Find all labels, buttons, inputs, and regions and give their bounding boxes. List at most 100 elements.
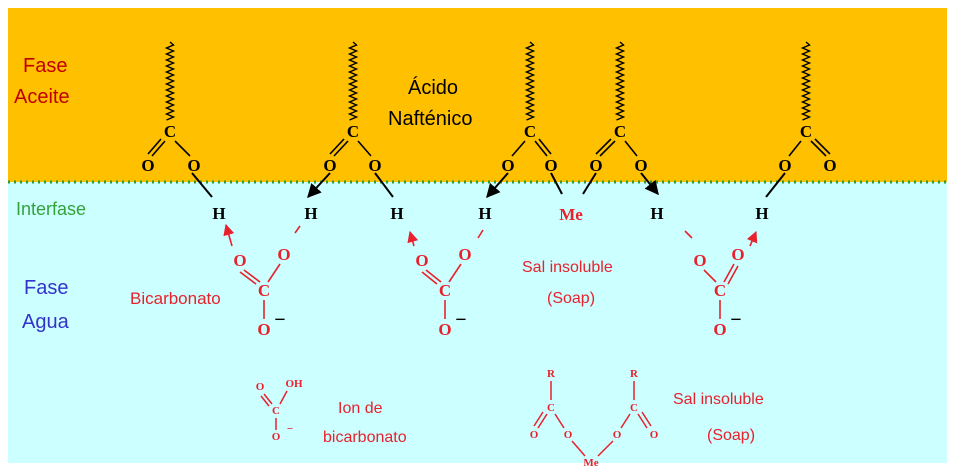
bicarbonate-ion-structure: O OH C O − — [256, 378, 303, 443]
acid-carbon-5: C — [800, 122, 812, 141]
soap-o-right-dbl: O — [650, 429, 659, 441]
acid-oxygen-right-1: O — [187, 156, 200, 175]
hydrogen-1: H — [212, 204, 225, 223]
bicarbonato-label: Bicarbonato — [130, 289, 221, 308]
single-bond-4 — [624, 140, 638, 157]
alkyl-chain-5 — [800, 41, 812, 121]
acid-group-2: CO O — [323, 41, 382, 175]
bicarb-carbon-3: C — [714, 281, 726, 300]
bicarb-oxygen-a-1: O — [233, 251, 246, 270]
bicarb-oxygen-c-2: O — [438, 320, 451, 339]
acid-group-4: CO O — [589, 41, 648, 175]
acid-oxygen-right-5: O — [823, 156, 836, 175]
water-phase-label-1: Fase — [24, 277, 68, 299]
acid-oxygen-right-3: O — [544, 156, 557, 175]
oil-phase-label-1: Fase — [23, 55, 67, 77]
bicarb-carbon-1: C — [258, 281, 270, 300]
bicarb-dbl-3 — [727, 265, 739, 285]
acid-label-2: Nafténico — [388, 108, 473, 130]
bicarb-oxygen-c-3: O — [713, 320, 726, 339]
hydrogen-3: H — [390, 204, 403, 223]
double-bond-4 — [599, 140, 616, 157]
acid-oxygen-left-2: O — [323, 156, 336, 175]
double-bond-b-4 — [595, 138, 612, 155]
bicarb-bond-b-1 — [267, 263, 281, 283]
acid-oxygen-left-4: O — [589, 156, 602, 175]
metal-atom: Me — [559, 205, 583, 224]
acid-group-1: CO O — [141, 41, 201, 175]
soap-o-right: O — [613, 429, 622, 441]
ion-carbon: C — [272, 405, 280, 417]
acid-carbon-2: C — [347, 122, 359, 141]
bicarb-h-bond-3 — [684, 230, 693, 239]
insoluble-salt-label-1: Sal insoluble — [522, 259, 613, 276]
hydrogen-atoms: H H H H H H — [212, 204, 768, 223]
soap-r-left: R — [547, 368, 556, 380]
bicarb-oxygen-a-2: O — [415, 251, 428, 270]
acid-oxygen-left-5: O — [778, 156, 791, 175]
acid-group-3: CO O — [501, 41, 558, 175]
acid-carbon-4: C — [614, 122, 626, 141]
bicarb-bond-a-2 — [425, 269, 442, 283]
soap-c-right: C — [630, 402, 638, 414]
acid-group-5: CO O — [778, 41, 837, 175]
bicarb-oxygen-c-1: O — [257, 320, 270, 339]
soap-structure: R C O O R C O O Me — [530, 368, 659, 469]
bicarb-bond-a-1 — [243, 269, 261, 283]
hydrogen-2: H — [304, 204, 317, 223]
double-bond-b-5 — [814, 138, 831, 155]
acid-oxygen-left-3: O — [501, 156, 514, 175]
interface-label: Interfase — [16, 199, 86, 219]
bicarb-bond-a-3 — [703, 269, 717, 283]
acid-carbon-3: C — [524, 122, 536, 141]
single-bond-5 — [788, 140, 802, 157]
soap-o-left: O — [564, 429, 573, 441]
water-phase-label-2: Agua — [22, 311, 70, 333]
soap-c-left: C — [547, 402, 555, 414]
soap-metal: Me — [583, 457, 598, 469]
single-bond-2 — [357, 140, 372, 157]
oil-phase-label-2: Aceite — [14, 86, 70, 108]
acid-oxygen-right-4: O — [634, 156, 647, 175]
bicarb-dbl-1 — [239, 271, 257, 285]
soap-r-right: R — [630, 368, 639, 380]
hydrogen-4: H — [478, 204, 491, 223]
alkyl-chain-1 — [164, 41, 176, 121]
bicarb-h-bond-2 — [477, 229, 484, 239]
bicarb-oxygen-b-2: O — [458, 245, 471, 264]
ion-label-1: Ion de — [338, 400, 383, 417]
double-bond-b-2 — [329, 138, 345, 155]
bicarb-bond-b-3 — [723, 263, 735, 283]
bicarb-bond-b-2 — [448, 263, 462, 283]
bicarb-oxygen-a-3: O — [693, 251, 706, 270]
acid-oxygen-right-2: O — [368, 156, 381, 175]
soap-o-left-dbl: O — [530, 429, 539, 441]
double-bond-b-1 — [147, 138, 162, 155]
ion-oxygen-top: O — [256, 381, 265, 393]
acid-carbon-1: C — [164, 122, 176, 141]
bicarb-charge-1: − — [274, 309, 285, 331]
single-bond-3 — [511, 140, 526, 157]
double-bond-b-3 — [538, 138, 552, 155]
bicarb-oxygen-b-1: O — [277, 245, 290, 264]
alkyl-chain-4 — [614, 41, 626, 121]
insoluble-salt2-label-2: (Soap) — [707, 427, 755, 444]
double-bond-2 — [333, 140, 349, 157]
ion-hydroxyl: OH — [285, 378, 303, 390]
single-bond-1 — [174, 140, 191, 157]
hydrogen-5: H — [650, 204, 663, 223]
interface-bonds — [191, 172, 786, 199]
ion-minus: − — [287, 423, 293, 435]
alkyl-chain-2 — [347, 41, 359, 121]
bicarb-dbl-2 — [421, 271, 438, 285]
double-bond-3 — [534, 140, 548, 157]
acid-label-1: Ácido — [408, 76, 458, 99]
bicarbonate-ion-bonds — [260, 390, 288, 430]
acid-oxygen-left-1: O — [141, 156, 154, 175]
